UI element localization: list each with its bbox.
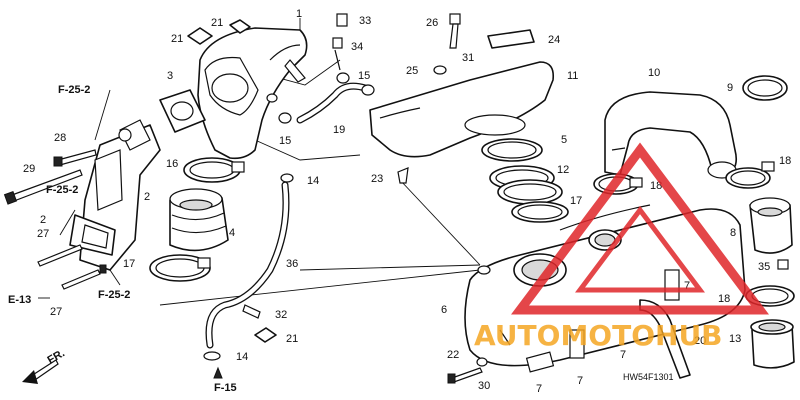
boot-part-8 xyxy=(749,197,793,254)
callout-2: 2 xyxy=(144,191,150,203)
callout-24: 24 xyxy=(548,34,560,46)
callout-7c: 7 xyxy=(577,375,583,387)
throttle-body-part-2 xyxy=(69,119,161,271)
callout-19: 19 xyxy=(333,124,345,136)
callout-7a: 7 xyxy=(684,280,690,292)
callout-21c: 21 xyxy=(286,333,298,345)
watermark-logo: AUTOMOTOHUB xyxy=(474,142,769,352)
callout-26: 26 xyxy=(426,17,438,29)
callout-29: 29 xyxy=(23,163,35,175)
callout-1: 1 xyxy=(296,8,302,20)
callout-28: 28 xyxy=(54,132,66,144)
callout-30: 30 xyxy=(478,380,490,392)
callout-3: 3 xyxy=(167,70,173,82)
callout-33: 33 xyxy=(359,15,371,27)
callout-23: 23 xyxy=(371,173,383,185)
callout-14b: 14 xyxy=(236,351,248,363)
bolts-25-26 xyxy=(397,13,461,184)
bolts-22-30 xyxy=(447,357,488,384)
callout-21a: 21 xyxy=(211,17,223,29)
ref-e13: E-13 xyxy=(8,294,31,306)
callout-25: 25 xyxy=(406,65,418,77)
callout-2b: 2 xyxy=(40,214,46,226)
callout-12: 12 xyxy=(557,164,569,176)
seal-part-5 xyxy=(481,138,543,162)
clip-part-21 xyxy=(187,19,277,343)
bolts-left xyxy=(3,149,107,290)
callout-4: 4 xyxy=(229,227,235,239)
callout-14a: 14 xyxy=(307,175,319,187)
diagram-code: HW54F1301 xyxy=(623,372,674,382)
callout-16: 16 xyxy=(166,158,178,170)
callout-20: 20 xyxy=(694,335,706,347)
callout-8: 8 xyxy=(730,227,736,239)
ref-f25-top: F-25-2 xyxy=(58,84,90,96)
callout-35: 35 xyxy=(758,261,770,273)
pad-part-24 xyxy=(487,29,535,49)
gasket-part-3 xyxy=(159,89,206,133)
callout-11: 11 xyxy=(567,70,578,82)
callout-36: 36 xyxy=(286,258,298,270)
watermark-triangle-icon xyxy=(511,142,769,315)
ref-f25-mid: F-25-2 xyxy=(46,184,78,196)
callout-27a: 27 xyxy=(37,228,49,240)
ref-f25-bottom: F-25-2 xyxy=(98,289,130,301)
intake-duct-part-1 xyxy=(197,27,308,160)
clamp-part-17-left xyxy=(149,254,211,282)
duct-part-13 xyxy=(750,319,795,369)
callout-numbers: 1 2 2 3 4 5 6 7 7 7 7 8 9 10 11 12 13 14… xyxy=(23,8,791,395)
front-arrow-icon: FR. xyxy=(22,347,67,384)
callout-22: 22 xyxy=(447,349,459,361)
callout-9: 9 xyxy=(727,82,733,94)
watermark-text: AUTOMOTOHUB xyxy=(474,319,723,352)
callout-21b: 21 xyxy=(171,33,183,45)
ring-part-9 xyxy=(742,75,788,101)
callout-6: 6 xyxy=(441,304,447,316)
seal-part-12 xyxy=(489,165,563,205)
callout-32: 32 xyxy=(275,309,287,321)
clamp-part-16 xyxy=(183,157,245,183)
callout-31: 31 xyxy=(462,52,474,64)
reference-labels: F-25-2 F-25-2 F-25-2 E-13 F-15 xyxy=(8,84,237,394)
callout-13: 13 xyxy=(729,333,741,345)
callout-34: 34 xyxy=(351,41,363,53)
hose-part-19 xyxy=(296,82,375,124)
hose-part-36 xyxy=(203,173,294,361)
front-label: FR. xyxy=(46,347,67,366)
bolt-part-35 xyxy=(777,259,789,270)
duct-part-11 xyxy=(369,61,555,158)
clamp-part-18-a xyxy=(725,161,775,189)
callout-27b: 27 xyxy=(50,306,62,318)
callout-15a: 15 xyxy=(358,70,370,82)
ref-f15: F-15 xyxy=(214,382,237,394)
callout-18b: 18 xyxy=(779,155,791,167)
callout-17a: 17 xyxy=(123,258,135,270)
callout-15b: 15 xyxy=(279,135,291,147)
watermark-inner-triangle-icon xyxy=(575,205,705,293)
clamp-part-17-right xyxy=(511,201,569,223)
boot-part-4 xyxy=(169,188,229,252)
callout-17b: 17 xyxy=(570,195,582,207)
fittings-33-34 xyxy=(266,13,350,124)
callout-5: 5 xyxy=(561,134,567,146)
callout-10: 10 xyxy=(648,67,660,79)
callout-18c: 18 xyxy=(718,293,730,305)
callout-7b: 7 xyxy=(620,349,626,361)
callout-7d: 7 xyxy=(536,383,542,395)
